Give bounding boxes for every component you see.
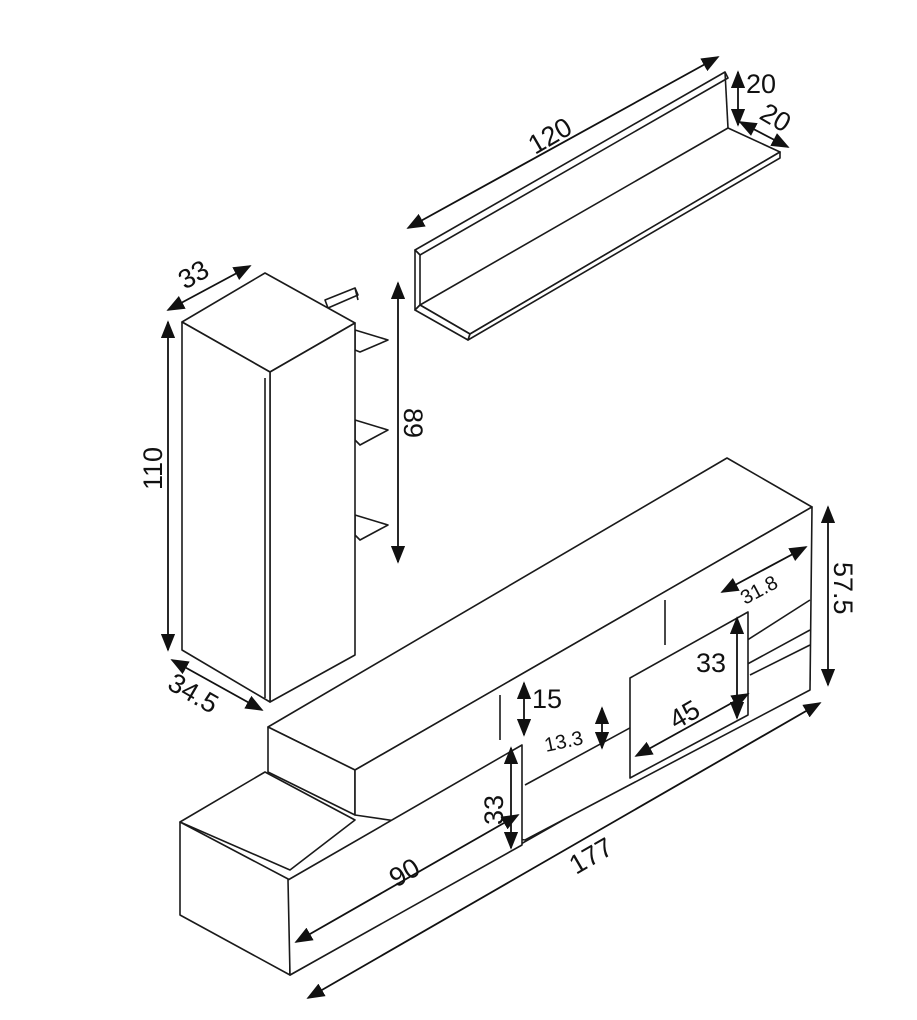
dim-stand-height: 57.5	[828, 562, 858, 615]
dim-right-door-height: 33	[696, 648, 726, 678]
tall-cabinet	[181, 272, 389, 703]
dim-top-compartment-height: 15	[532, 684, 562, 714]
dim-side-shelves-height: 89	[398, 408, 428, 438]
dim-cabinet-depth: 34.5	[163, 667, 224, 719]
dimension-lines	[160, 56, 836, 999]
wall-shelf	[414, 71, 781, 341]
dim-shelf-height: 20	[746, 69, 776, 99]
dim-cabinet-height: 110	[138, 447, 168, 490]
dim-left-door-height: 33	[479, 795, 509, 825]
dim-stand-length: 177	[564, 832, 618, 881]
dim-shelf-length: 120	[523, 112, 577, 161]
